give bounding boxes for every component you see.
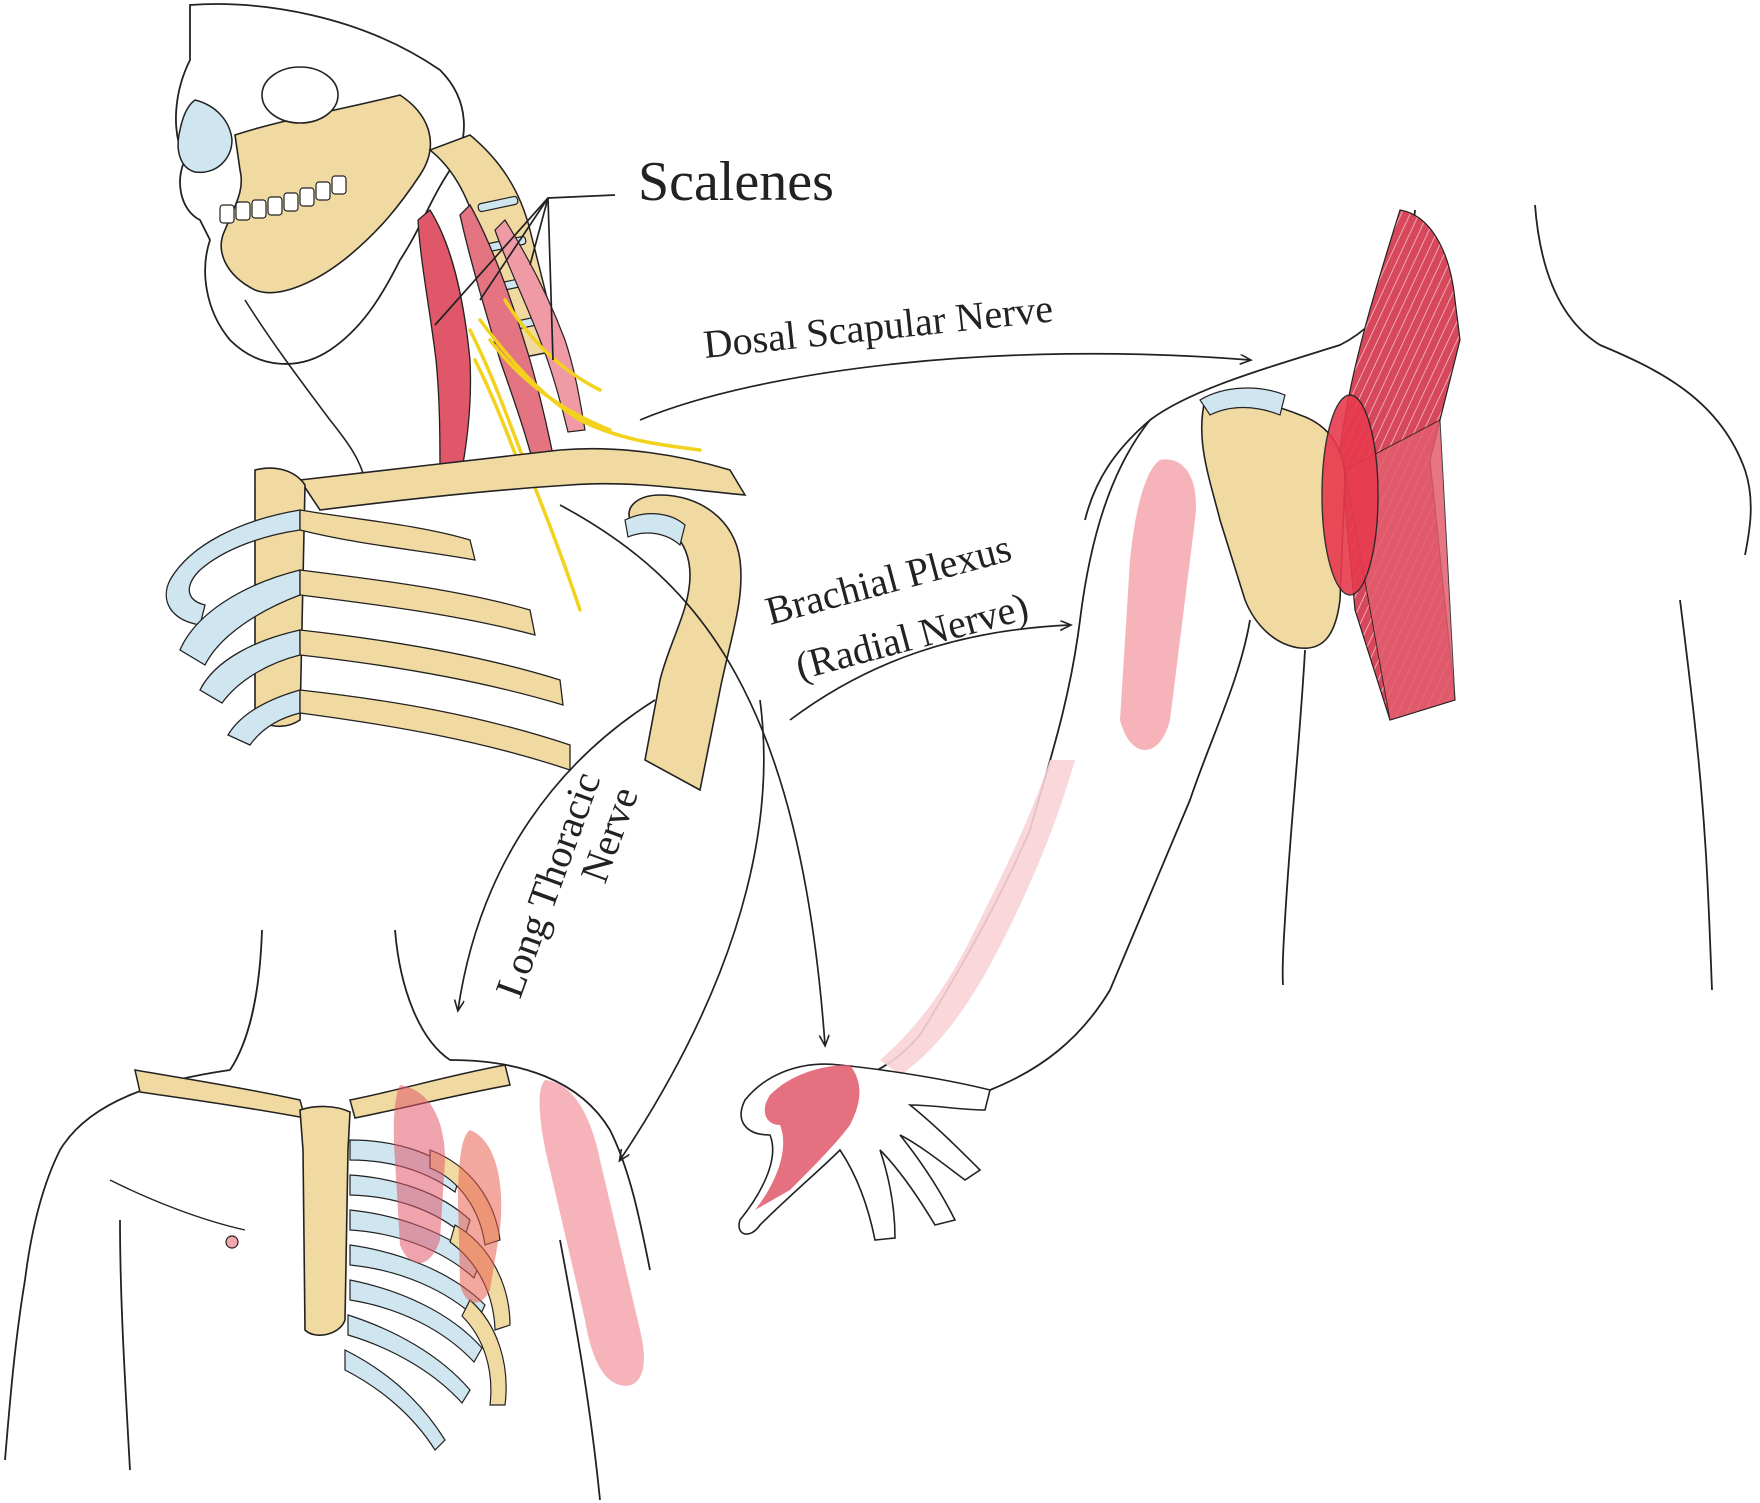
back-outline-right [1534,204,1752,556]
torso-left-side [1281,649,1306,986]
long-thoracic-arrow [458,699,656,1010]
front-neck-right [394,929,451,1061]
forearm-muscle [880,760,1075,1075]
clavicle [298,447,747,511]
skeleton-neck-figure [165,3,747,792]
neck-outline [244,299,366,481]
front-sternum [299,1105,351,1336]
ribs-top-figure [165,509,571,771]
eye-socket [261,66,339,124]
scapula-acromion [1199,387,1286,416]
serratus-highlight [393,1085,445,1264]
dorsal-scapular-target [1321,394,1379,596]
front-ribcage [344,1139,511,1451]
to-front-arm-arrow [620,699,765,1160]
humerus-top [628,494,742,792]
back-figure [738,204,1752,1241]
front-upper-arm-highlight [539,1080,644,1386]
radial-to-hand-arrow [559,504,825,1045]
pectoral-left [109,1179,246,1231]
arm-outline-inner [989,619,1251,1091]
front-torso-figure [4,929,651,1501]
torso-right-side [1679,599,1713,991]
brachial-plexus-nerves [468,298,702,612]
upper-arm-muscle [1120,459,1196,750]
scalenes-pointer-branch-1 [479,197,549,301]
front-clavicle-left [134,1069,307,1119]
label-dorsal-scapular-nerve: Dosal Scapular Nerve [701,286,1055,367]
nerve-arrows [434,194,1250,1160]
scalenes-pointer-branch-3 [547,197,554,361]
front-torso-left [119,1219,131,1471]
scalene-muscle-anterior [417,209,472,483]
front-shoulder-right [449,1059,651,1271]
hand-highlight [755,1065,860,1210]
scapula [1200,397,1346,649]
nipple-left [225,1235,239,1249]
dorsal-scapular-arrow [639,352,1250,421]
shoulder-cartilage [624,513,686,547]
front-shoulder-left [24,1069,231,1281]
front-neck-left [229,929,263,1071]
label-scalenes: Scalenes [638,151,834,213]
nose-cartilage [177,99,233,174]
label-long-thoracic-1: Long Thoracic [486,766,609,1003]
scalenes-pointer-branch-2 [529,197,549,266]
teeth [219,175,347,224]
serratus-highlight-2 [458,1130,502,1303]
front-arm-left [4,1279,26,1461]
front-torso-right [559,1239,601,1501]
brachial-plexus-arrow [789,625,1070,721]
scalene-muscle-posterior [494,219,586,433]
arm-outline-outer [829,419,1151,1086]
